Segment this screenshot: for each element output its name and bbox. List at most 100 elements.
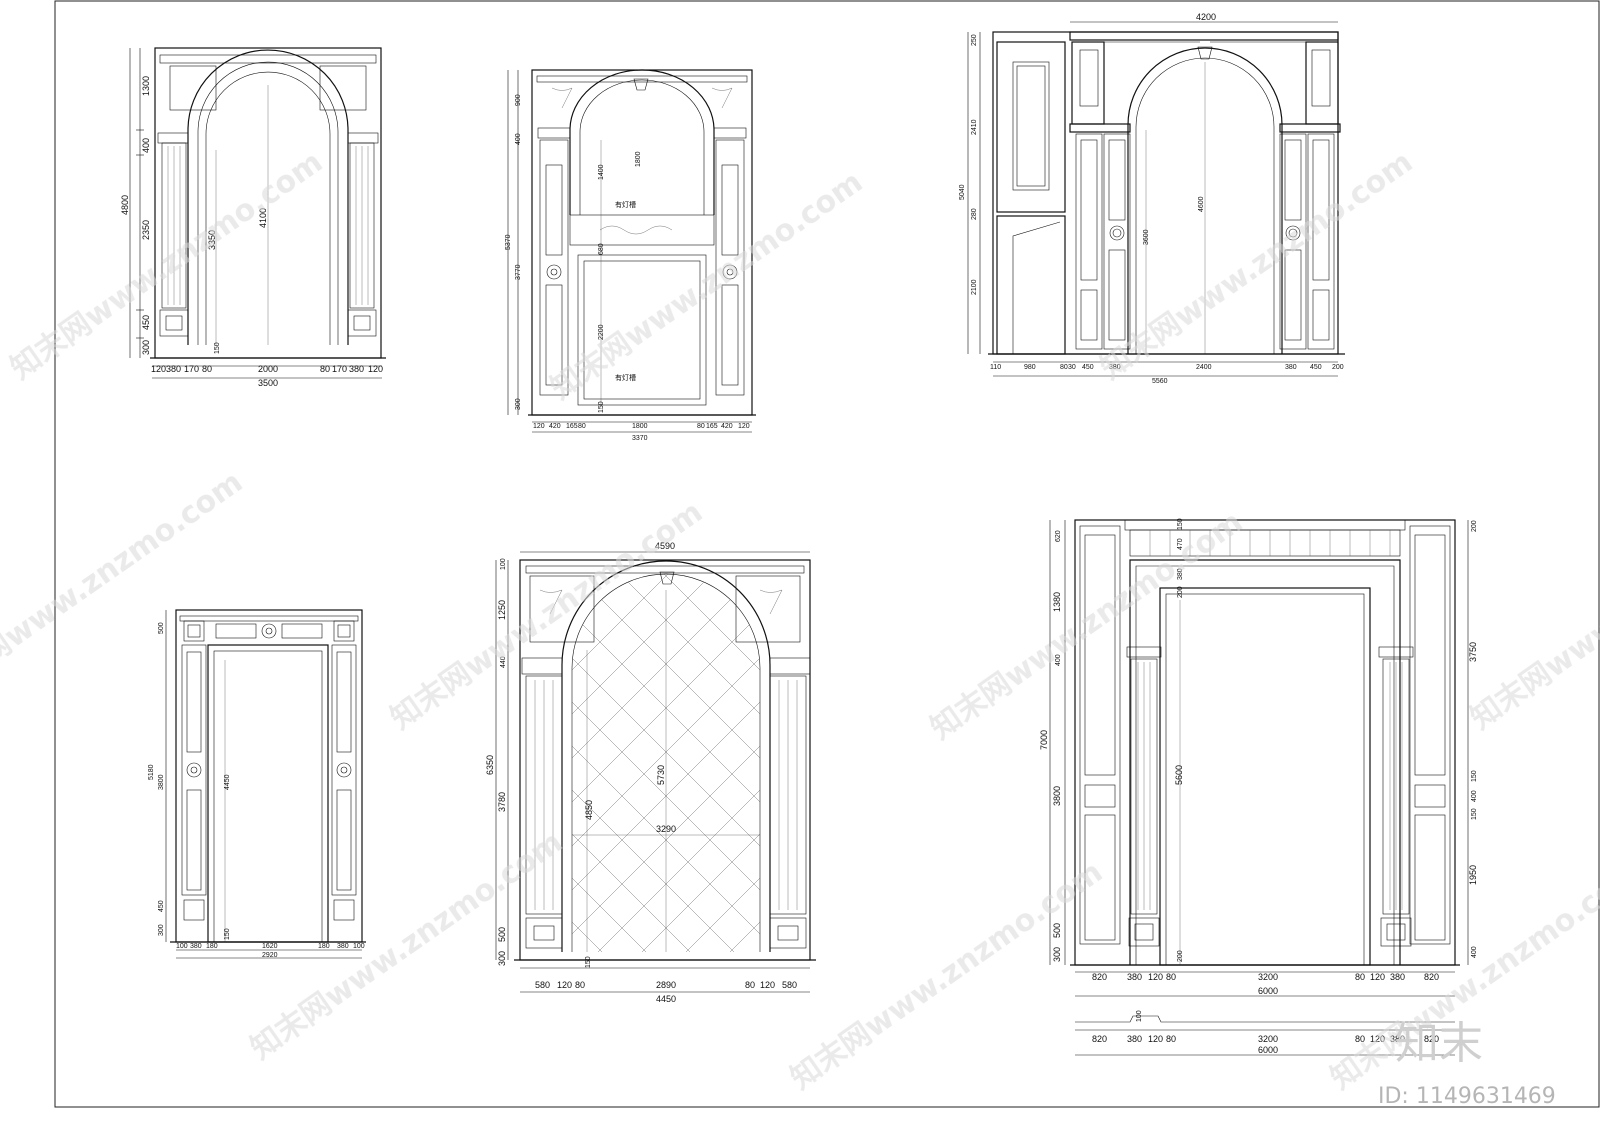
sheet-border: [54, 0, 1600, 1108]
dim-c-h4: 2100: [971, 279, 978, 295]
dim-f-r2: 3750: [1468, 642, 1478, 662]
dim-a-w3: 170: [184, 364, 199, 374]
dim-d-w3: 180: [206, 943, 218, 950]
lattice-line: [572, 574, 760, 952]
dim-d-in2: 150: [224, 928, 231, 940]
dim-f-r6: 1950: [1468, 865, 1478, 885]
lattice-line: [572, 574, 760, 952]
dim-f-w3: 120: [1148, 972, 1163, 982]
dim-f-r4: 400: [1471, 790, 1478, 802]
dim-b-w6: 80: [697, 423, 705, 430]
lattice-line: [572, 574, 760, 952]
dim-f-in6: 200: [1177, 950, 1184, 962]
lattice-line: [800, 570, 1200, 970]
dim-d-w7: 100: [353, 943, 365, 950]
dim-f-in1: 470: [1177, 538, 1184, 550]
dim-c-w9: 450: [1310, 364, 1322, 371]
dim-b-w1: 120: [533, 423, 545, 430]
lattice-line: [572, 574, 760, 952]
dim-c-top: 4200: [1196, 12, 1216, 22]
dim-c-w8: 380: [1285, 364, 1297, 371]
dim-b-in3: 680: [598, 243, 605, 255]
dim-f-p2: 380: [1127, 1034, 1142, 1044]
dim-f-p5: 3200: [1258, 1034, 1278, 1044]
dim-a-w5: 2000: [258, 364, 278, 374]
lattice-line: [572, 574, 665, 952]
dims-arch-e: 4590 100 1250 440 3780 500 300 6350 4850…: [485, 541, 797, 1004]
watermark-text: 知末网www.znzmo.com: [1465, 495, 1600, 737]
dim-f-h4: 3800: [1052, 786, 1062, 806]
dim-f-total-w: 6000: [1258, 986, 1278, 996]
dim-b-w3: 165: [566, 423, 578, 430]
dim-f-p1: 820: [1092, 1034, 1107, 1044]
dim-f-p9: 820: [1424, 1034, 1439, 1044]
dim-c-w6: 380: [1109, 364, 1121, 371]
dim-f-h6: 300: [1052, 947, 1062, 962]
dims-door-f: 620 1380 400 3800 500 300 7000 200 3750 …: [1039, 518, 1478, 1055]
dim-b-w7: 165: [706, 423, 718, 430]
dim-b-h4: 300: [515, 398, 522, 410]
dim-f-h5: 500: [1052, 923, 1062, 938]
dim-e-h4: 3780: [497, 792, 507, 812]
dim-c-in1: 3600: [1143, 229, 1150, 245]
dim-d-w6: 380: [337, 943, 349, 950]
lattice-line: [572, 574, 753, 952]
dim-b-h2: 400: [515, 133, 522, 145]
dim-b-h1: 900: [515, 94, 522, 106]
dim-c-total: 5040: [959, 184, 966, 200]
lattice-line: [659, 574, 760, 952]
dim-c-w5: 450: [1082, 364, 1094, 371]
dim-e-in1: 4850: [584, 800, 594, 820]
dim-f-in4: 200: [1177, 586, 1184, 598]
dim-b-w9: 120: [738, 423, 750, 430]
dim-f-w8: 380: [1390, 972, 1405, 982]
dim-f-w2: 380: [1127, 972, 1142, 982]
lattice-line: [623, 574, 760, 952]
dim-b-w5: 1800: [632, 423, 648, 430]
dim-d-w4: 1620: [262, 943, 278, 950]
dim-c-w2: 980: [1024, 364, 1036, 371]
dim-f-p7: 120: [1370, 1034, 1385, 1044]
lattice-line: [615, 574, 760, 952]
dim-f-p3: 120: [1148, 1034, 1163, 1044]
dim-a-in2: 4100: [258, 208, 268, 228]
dim-e-h1: 100: [500, 558, 507, 570]
dim-c-w3: 80: [1060, 364, 1068, 371]
dim-e-w1: 580: [535, 980, 550, 990]
dim-f-r7: 400: [1471, 946, 1478, 958]
lattice-line: [924, 570, 1324, 970]
dim-e-w5: 80: [745, 980, 755, 990]
dim-a-w6: 80: [320, 364, 330, 374]
dim-e-w4: 2890: [656, 980, 676, 990]
dim-a-h1: 1300: [141, 76, 151, 96]
dim-e-h5: 500: [497, 927, 507, 942]
dim-e-total: 6350: [485, 755, 495, 775]
elevation-arch-e: [495, 551, 1324, 993]
dim-e-w7: 580: [782, 980, 797, 990]
dim-a-h3: 2350: [141, 220, 151, 240]
dim-f-w1: 820: [1092, 972, 1107, 982]
lattice-line: [572, 574, 621, 952]
dim-a-total-w: 3500: [258, 378, 278, 388]
dim-f-w5: 3200: [1258, 972, 1278, 982]
dim-d-h2: 3800: [158, 774, 165, 790]
dim-e-h6: 300: [497, 951, 507, 966]
dim-c-total-w: 5560: [1152, 378, 1168, 385]
dim-a-in1: 3350: [207, 230, 217, 250]
dim-d-w5: 180: [318, 943, 330, 950]
elevation-arch-a: [129, 47, 386, 379]
dim-f-in2: 150: [1177, 518, 1184, 530]
dim-c-in2: 4600: [1198, 196, 1205, 212]
dim-f-r3: 150: [1471, 770, 1478, 782]
note-b-light1: 有灯槽: [615, 200, 636, 209]
dim-a-w9: 120: [368, 364, 383, 374]
lattice-line: [572, 574, 760, 952]
lattice-line: [572, 574, 760, 952]
dim-e-in3: 3290: [656, 824, 676, 834]
lattice-line: [572, 574, 760, 952]
dim-a-w7: 170: [332, 364, 347, 374]
watermark-text: 知末网www.znzmo.com: [925, 505, 1250, 747]
watermark-text: 知末网www.znzmo.com: [1095, 145, 1420, 387]
